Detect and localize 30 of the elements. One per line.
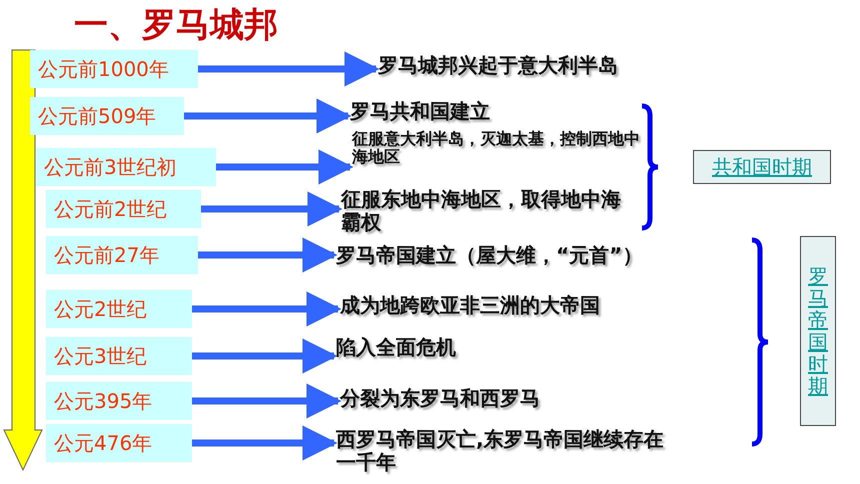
event-text: 罗马帝国建立（屋大维，“元首”） [336,244,736,274]
date-box: 公元前509年 [30,97,184,135]
date-box: 公元2世纪 [46,290,192,328]
event-text: 成为地跨欧亚非三洲的大帝国 [340,294,680,324]
arrow [192,292,342,326]
event-text: 分裂为东罗马和西罗马 [340,387,620,417]
date-box: 公元3世纪 [46,337,192,375]
event-text: 陷入全面危机 [336,336,536,366]
event-text: 征服东地中海地区，取得地中海霸权 [341,188,631,244]
period-label: 罗马帝国时期 [800,236,836,426]
date-box: 公元前1000年 [30,50,198,88]
arrow [192,338,338,374]
date-box: 公元前27年 [46,236,198,274]
arrow [198,52,380,86]
arrow [201,192,342,226]
date-box: 公元前2世纪 [46,190,201,228]
event-text: 罗马共和国建立 [350,100,570,130]
event-text: 罗马城邦兴起于意大利半岛 [378,54,698,84]
date-box: 公元395年 [46,382,192,420]
title: 一、罗马城邦 [74,4,278,47]
arrow [198,238,338,272]
arrow [192,384,342,418]
event-text: 西罗马帝国灭亡,东罗马帝国继续存在一千年 [336,428,676,484]
date-box: 公元前3世纪初 [36,148,216,186]
period-label: 共和国时期 [693,150,831,184]
arrow [192,426,338,460]
date-box: 公元476年 [46,424,192,462]
arrow [216,150,354,184]
arrow [184,98,352,134]
event-text: 征服意大利半岛，灭迦太基，控制西地中海地区 [352,130,642,178]
